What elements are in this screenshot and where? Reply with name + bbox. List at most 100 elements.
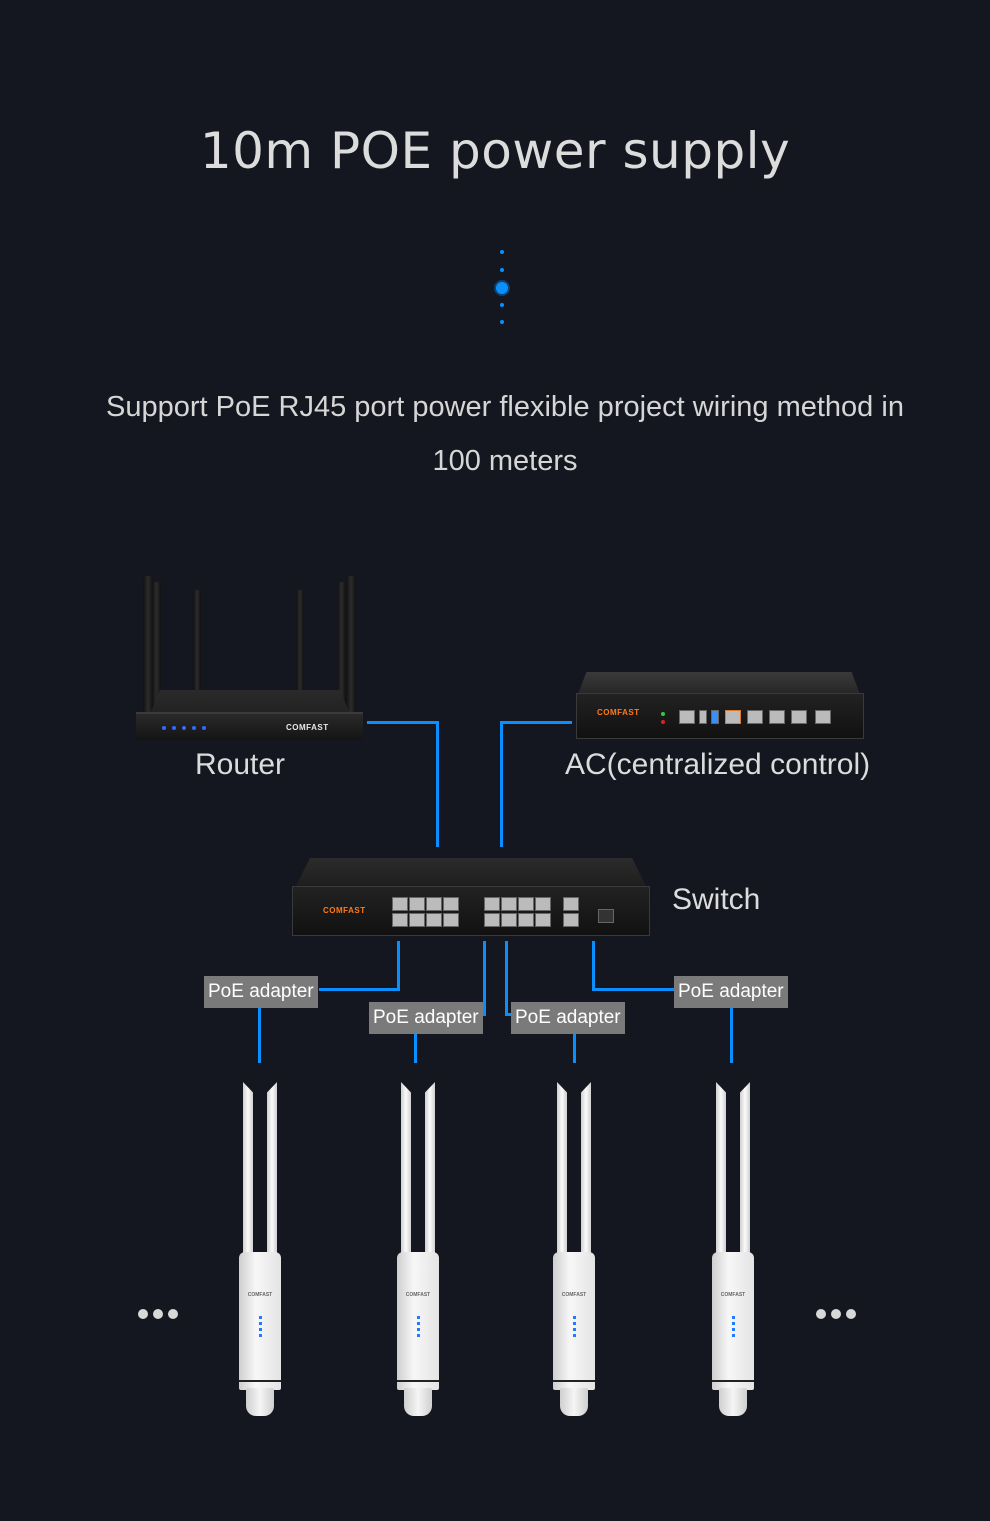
switch-port — [484, 897, 500, 911]
ellipsis-dot — [153, 1309, 163, 1319]
poe-adapter-1: PoE adapter — [204, 976, 318, 1008]
wire-ap-3 — [573, 1034, 576, 1063]
ac-led-power — [661, 712, 665, 716]
ap-brand: COMFAST — [561, 1292, 587, 1298]
ap-body: COMFAST — [397, 1252, 439, 1390]
ap-led — [732, 1316, 735, 1319]
switch-uplink-port — [563, 913, 579, 927]
wire-adapter-2-v — [483, 941, 486, 1016]
more-devices-ellipsis-left — [138, 1309, 178, 1319]
switch-port — [484, 913, 500, 927]
ap-led — [417, 1328, 420, 1331]
ac-lan-port — [747, 710, 763, 724]
switch-port — [392, 913, 408, 927]
ap-base — [246, 1388, 274, 1416]
switch-uplink-port — [563, 897, 579, 911]
ap-brand: COMFAST — [405, 1292, 431, 1298]
wire-adapter-4-h — [592, 988, 675, 991]
ac-usb-port — [699, 710, 707, 724]
router-led — [192, 726, 196, 730]
switch-port — [501, 897, 517, 911]
page-subtitle: Support PoE RJ45 port power flexible pro… — [106, 391, 904, 477]
switch-port — [392, 897, 408, 911]
wire-adapter-3-h — [505, 1013, 512, 1016]
switch-brand: COMFAST — [323, 906, 366, 915]
router-led — [202, 726, 206, 730]
wire-router-v — [436, 721, 439, 847]
ap-led — [417, 1316, 420, 1319]
wire-adapter-2-h — [480, 1013, 486, 1016]
ap-antenna — [401, 1082, 411, 1257]
ap-stripe — [239, 1380, 281, 1382]
ap-led — [259, 1316, 262, 1319]
router-antenna — [143, 576, 153, 716]
router-led — [162, 726, 166, 730]
router-antenna — [193, 590, 201, 700]
ac-label: AC(centralized control) — [565, 748, 871, 781]
switch-label: Switch — [672, 883, 761, 916]
divider-dot — [500, 250, 504, 254]
ac-lan-port — [769, 710, 785, 724]
ac-front-panel: COMFAST — [576, 693, 864, 739]
router-led — [182, 726, 186, 730]
divider-dot-center — [496, 282, 508, 294]
wire-ap-4 — [730, 1008, 733, 1063]
wire-ac-v — [500, 721, 503, 847]
router-front-panel: COMFAST — [136, 712, 363, 740]
switch-front-panel: COMFAST — [292, 886, 650, 936]
switch-port — [501, 913, 517, 927]
ellipsis-dot — [168, 1309, 178, 1319]
ap-led — [573, 1322, 576, 1325]
switch-port — [535, 897, 551, 911]
ac-lan-port — [791, 710, 807, 724]
ap-stripe — [712, 1380, 754, 1382]
router-led — [172, 726, 176, 730]
ap-led — [573, 1316, 576, 1319]
ellipsis-dot — [816, 1309, 826, 1319]
switch-port — [409, 913, 425, 927]
ellipsis-dot — [846, 1309, 856, 1319]
switch-port — [426, 897, 442, 911]
ap-body: COMFAST — [712, 1252, 754, 1390]
router-antenna — [346, 576, 356, 716]
ap-led — [573, 1328, 576, 1331]
divider-dot — [500, 320, 504, 324]
router-antenna — [337, 582, 346, 716]
ap-led — [259, 1334, 262, 1337]
switch-port — [409, 897, 425, 911]
ac-port — [679, 710, 695, 724]
ac-wan-port — [725, 710, 741, 724]
wire-adapter-4-v — [592, 941, 595, 991]
ap-led — [732, 1322, 735, 1325]
ap-base — [404, 1388, 432, 1416]
wire-ap-1 — [258, 1008, 261, 1063]
switch-sfp-port — [598, 909, 614, 923]
ellipsis-dot — [138, 1309, 148, 1319]
router-label: Router — [195, 748, 286, 781]
router-antenna — [296, 590, 304, 700]
ac-usb-port — [711, 710, 719, 724]
router-brand: COMFAST — [286, 723, 329, 732]
page-title: 10m POE power supply — [199, 122, 791, 180]
switch-port — [535, 913, 551, 927]
wire-adapter-1-v — [397, 941, 400, 991]
wire-ac-h — [500, 721, 572, 724]
ap-antenna — [557, 1082, 567, 1257]
ac-top-panel — [578, 672, 860, 694]
ap-body: COMFAST — [239, 1252, 281, 1390]
ac-lan-port — [815, 710, 831, 724]
switch-port — [426, 913, 442, 927]
ap-body: COMFAST — [553, 1252, 595, 1390]
ap-antenna — [267, 1082, 277, 1257]
ap-antenna — [716, 1082, 726, 1257]
wire-adapter-1-h — [319, 988, 400, 991]
more-devices-ellipsis-right — [816, 1309, 856, 1319]
ap-antenna — [581, 1082, 591, 1257]
ap-led — [573, 1334, 576, 1337]
switch-port — [443, 913, 459, 927]
ac-led-run — [661, 720, 665, 724]
ap-antenna — [740, 1082, 750, 1257]
ap-led — [417, 1334, 420, 1337]
switch-top-panel — [296, 858, 646, 886]
poe-adapter-2: PoE adapter — [369, 1002, 483, 1034]
